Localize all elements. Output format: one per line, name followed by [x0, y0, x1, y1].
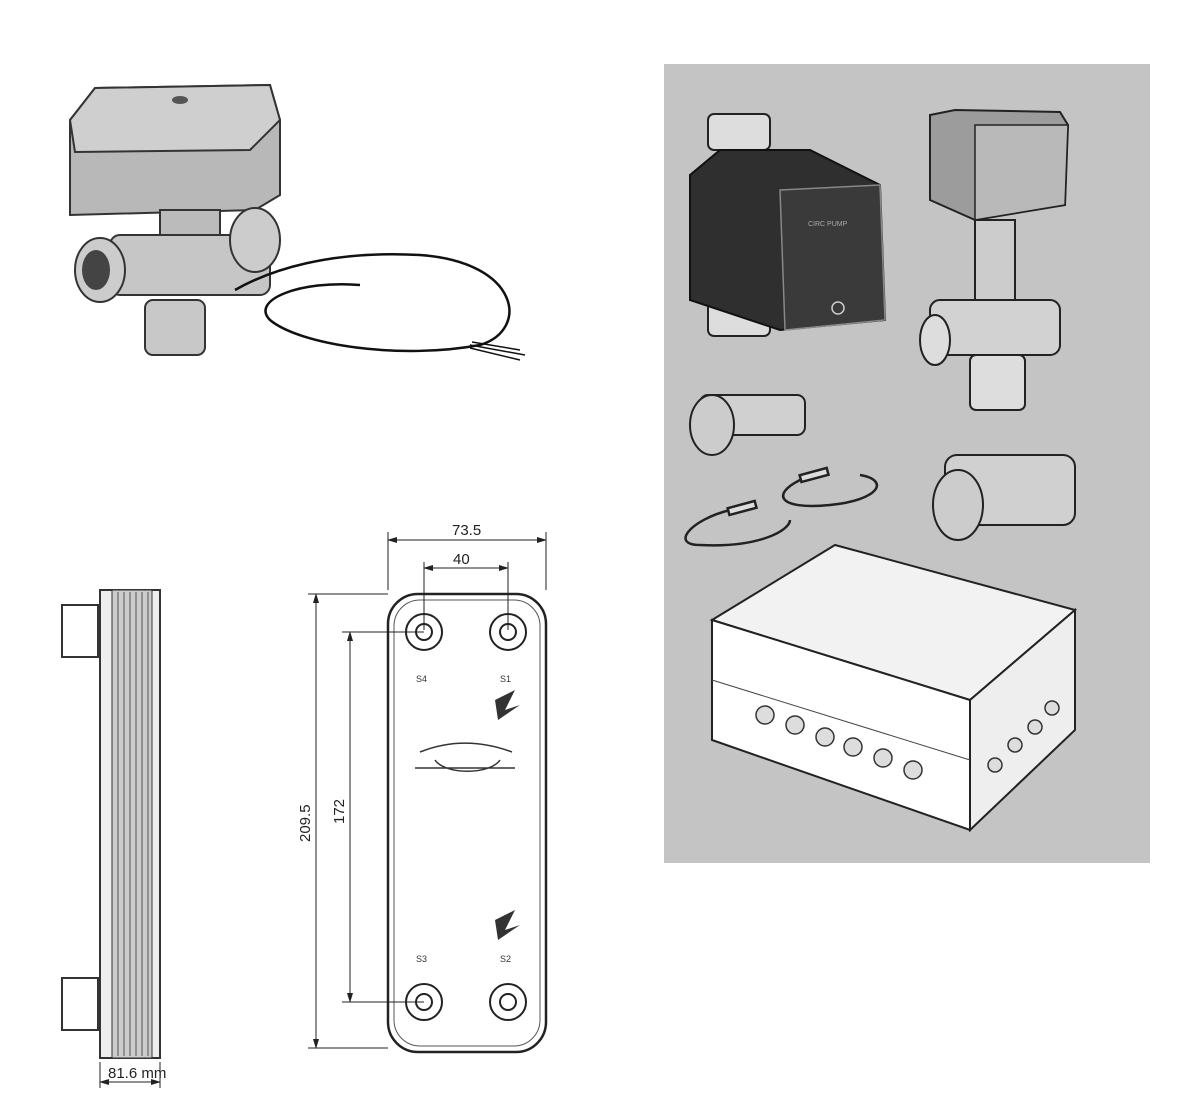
- three-way-valve-illustration: [68, 83, 526, 361]
- circulation-pump-illustration: CIRC PUMP: [689, 113, 887, 337]
- kit-components-panel: CIRC PUMP: [664, 64, 1150, 863]
- depth-dimension: 81.6 mm: [108, 1065, 166, 1082]
- port-label-s1: S1: [500, 674, 511, 684]
- heat-exchanger-front-view: [308, 532, 548, 1054]
- pump-logo: CIRC PUMP: [808, 221, 848, 228]
- port-label-s2: S2: [500, 954, 511, 964]
- port-spacing-horizontal: 40: [453, 551, 470, 568]
- temperature-sensors-illustration: [684, 466, 879, 547]
- heat-exchanger-side-view: [61, 589, 161, 1088]
- ball-valve-small-illustration: [689, 394, 806, 456]
- ball-valve-large-illustration: [932, 454, 1076, 541]
- port-label-s3: S3: [416, 954, 427, 964]
- port-label-s4: S4: [416, 674, 427, 684]
- width-dimension: 73.5: [452, 522, 481, 539]
- port-spacing-vertical: 172: [331, 799, 348, 824]
- actuated-valve-illustration: [919, 108, 1070, 411]
- height-dimension: 209.5: [297, 804, 314, 842]
- control-box-illustration: [709, 543, 1078, 833]
